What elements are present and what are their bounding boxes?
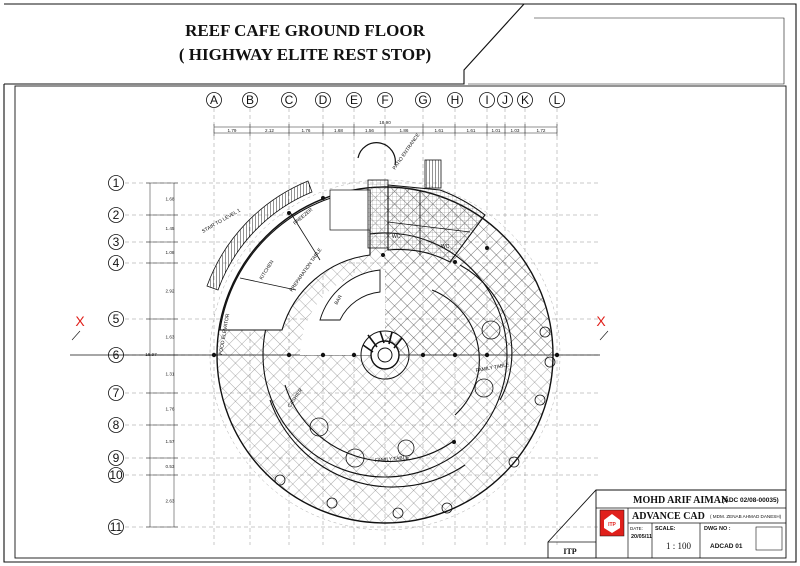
column-label: I <box>485 93 488 107</box>
section-mark-right: X <box>596 313 606 329</box>
row-dimension: 1.45 <box>166 226 175 231</box>
row-label: 3 <box>113 235 120 249</box>
dwg-number: ADCAD 01 <box>710 543 743 550</box>
column-bubble-H: H <box>447 92 463 108</box>
column-dimension: 2.12 <box>265 128 274 133</box>
column-bubble-A: A <box>206 92 222 108</box>
column-label: L <box>554 93 561 107</box>
row-label: 4 <box>113 256 120 270</box>
column-bubble-I: I <box>479 92 495 108</box>
row-bubble-7: 7 <box>108 385 124 401</box>
column-label: D <box>319 93 328 107</box>
itp-logo: ITP <box>599 509 625 537</box>
column-bubble-F: F <box>377 92 393 108</box>
row-label: 10 <box>109 468 123 482</box>
row-bubble-9: 9 <box>108 450 124 466</box>
column-label: C <box>285 93 294 107</box>
date-label: DATE: <box>630 526 643 531</box>
row-bubble-4: 4 <box>108 255 124 271</box>
row-label: 11 <box>110 520 123 534</box>
column-dimension: 1.76 <box>302 128 311 133</box>
lecturer-name: ( MDM. ZENAB AHMAD DANESH) <box>710 514 782 519</box>
title-line-2: ( HIGHWAY ELITE REST STOP) <box>179 45 431 64</box>
column-label: G <box>418 93 427 107</box>
row-dimension: 0.53 <box>166 464 175 469</box>
sheet-border <box>3 3 797 563</box>
section-mark-left: X <box>75 313 85 329</box>
room-label-wc-2: WC <box>441 244 450 250</box>
title-line-1: REEF CAFE GROUND FLOOR <box>185 21 425 40</box>
column-bubble-E: E <box>346 92 362 108</box>
course-name: ADVANCE CAD <box>632 511 705 522</box>
row-dimension: 1.08 <box>166 250 175 255</box>
top-dimension-string: 18.90 <box>214 120 557 134</box>
row-bubble-11: 11 <box>108 519 124 535</box>
row-label: 9 <box>113 451 120 465</box>
column-dimension: 1.01 <box>492 128 501 133</box>
column-dimension: 1.68 <box>334 128 343 133</box>
row-bubble-10: 10 <box>108 467 124 483</box>
scale-value: 1 : 100 <box>666 541 692 551</box>
column-label: J <box>502 93 508 107</box>
room-label-bar: BAR <box>334 294 345 306</box>
row-label: 8 <box>113 418 120 432</box>
row-bubble-2: 2 <box>108 207 124 223</box>
room-label-family-table-1: FAMILY TABLE <box>475 362 510 374</box>
column-bubble-J: J <box>497 92 513 108</box>
room-label-wc-1: WC <box>392 234 401 240</box>
row-dimension: 1.31 <box>166 372 175 377</box>
room-label-stair: STAIR TO LEVEL 1 <box>201 208 242 235</box>
dwg-label: DWG NO : <box>704 526 731 532</box>
column-dimension: 1.72 <box>537 128 546 133</box>
row-label: 5 <box>113 312 120 326</box>
plan-drawing <box>206 142 561 531</box>
row-label: 7 <box>113 386 120 400</box>
row-bubble-3: 3 <box>108 234 124 250</box>
logo-text: ITP <box>608 522 616 528</box>
column-dimensions: 1.79 2.12 1.76 1.68 1.56 1.86 1.61 1.61 1.01 1.03… <box>213 124 558 136</box>
student-name: MOHD ARIF AIMAN <box>633 495 729 506</box>
column-dimension: 1.03 <box>511 128 520 133</box>
column-label: H <box>451 93 460 107</box>
row-bubble-1: 1 <box>108 175 124 191</box>
row-dimension: 1.68 <box>166 197 175 202</box>
column-dimension: 1.86 <box>400 128 409 133</box>
column-bubble-B: B <box>242 92 258 108</box>
column-bubble-D: D <box>315 92 331 108</box>
column-label: B <box>246 93 254 107</box>
row-bubble-5: 5 <box>108 311 124 327</box>
title-block <box>547 489 786 558</box>
column-bubble-G: G <box>415 92 431 108</box>
column-dimension: 1.61 <box>467 128 476 133</box>
room-label-patio-entrance: PATIO ENTRANCE <box>392 132 422 171</box>
row-dimension: 2.92 <box>166 289 175 294</box>
column-label: A <box>210 93 218 107</box>
row-dimension: 1.63 <box>166 335 175 340</box>
column-label: E <box>350 93 358 107</box>
student-id: (ADC 02/08-00035) <box>722 497 779 504</box>
row-dimension: 1.57 <box>166 439 175 444</box>
institution-label: ITP <box>563 547 576 556</box>
column-label: F <box>381 93 388 107</box>
column-bubble-C: C <box>281 92 297 108</box>
date-value: 20/05/11 <box>631 534 652 540</box>
column-dimension: 1.61 <box>435 128 444 133</box>
row-label: 2 <box>113 208 120 222</box>
column-dimension: 1.79 <box>228 128 237 133</box>
row-dimension: 2.63 <box>166 499 175 504</box>
column-bubble-L: L <box>549 92 565 108</box>
side-dimension: 18.97 <box>145 352 157 357</box>
column-bubble-K: K <box>517 92 533 108</box>
row-label: 1 <box>113 176 120 190</box>
scale-label: SCALE: <box>655 526 676 532</box>
row-bubble-8: 8 <box>108 417 124 433</box>
row-dimension: 1.76 <box>166 407 175 412</box>
overall-dimension: 18.90 <box>379 120 391 125</box>
room-label-family-table-2: FAMILY TABLE <box>375 455 410 464</box>
column-label: K <box>521 93 529 107</box>
column-dimension: 1.56 <box>365 128 374 133</box>
